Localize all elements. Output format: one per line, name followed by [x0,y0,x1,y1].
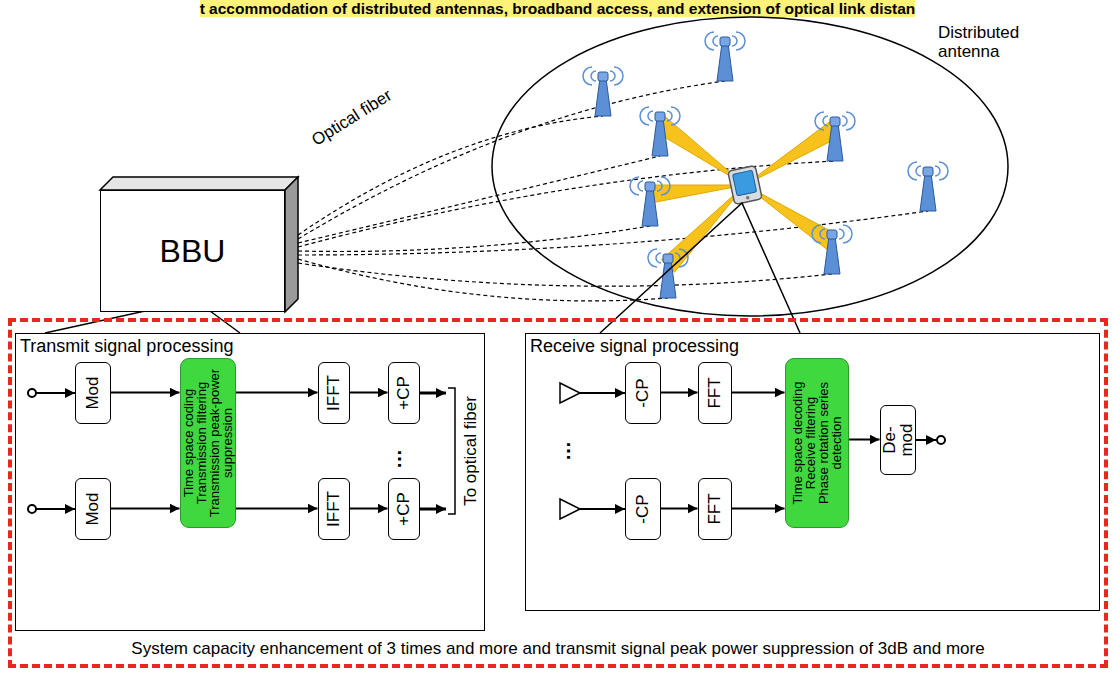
function-box: IFFT [318,362,350,424]
antenna-icon [630,177,670,226]
rotated-text-group: IFFT [324,375,344,411]
bbu-label: BBU [160,233,226,270]
antenna-icons [583,32,948,298]
dashed-region: System capacity enhancement of 3 times a… [8,318,1108,668]
fiber-label: Optical fiber [308,85,396,150]
signal-arrow [236,392,318,394]
ellipse-outline [490,15,1010,318]
output-bracket [420,388,455,514]
fiber-line [298,259,668,301]
block-text: Transmission peak-power suppression [208,363,234,523]
signal-arrow [661,392,698,394]
fiber-line [298,226,650,251]
bbu-top-face [100,177,298,190]
ellipsis-mark: … [393,449,416,469]
signal-arrow [111,392,180,394]
signal-arrow [732,392,785,394]
block-text: Time space coding [182,363,195,523]
fiber-line [298,81,725,239]
antenna-icon [812,225,852,274]
antenna-icon [815,112,855,161]
fiber-line [298,263,832,286]
optical-fiber-lines [298,81,928,301]
rotated-text-group: -CP [633,494,653,523]
rotated-text-group: Mod [83,492,103,525]
antenna-icon [705,32,745,81]
title-text: t accommodation of distributed antennas,… [200,0,916,17]
antenna-icon [908,162,948,211]
processing-block: Time space codingTransmission filteringT… [180,358,236,528]
box-text: +CP [394,492,414,526]
bbu-box: BBU [100,190,285,312]
rotated-text-group: IFFT [324,491,344,527]
rotated-text-group: +CP [394,376,414,410]
function-box: Mod [75,362,111,424]
processing-panel: Receive signal processing -CP FFT -CP FFT Tim… [525,333,1100,611]
block-text: Receive filtering [804,363,817,523]
function-box: -CP [625,478,661,540]
rotated-text-group: De-mod [881,420,915,460]
box-text: -CP [633,494,653,523]
receive-antenna-symbols [560,383,625,519]
function-box: FFT [698,362,732,424]
mobile-terminal [728,165,762,204]
rotated-text-group: Time space decodingReceive filteringPhas… [791,363,843,523]
processing-panel: Transmit signal processingModModTime spa… [15,333,485,631]
rotated-text-group: Time space codingTransmission filteringT… [182,363,234,523]
title-bar: t accommodation of distributed antennas,… [0,0,1115,18]
rotated-text-group: +CP [394,492,414,526]
area-label: Distributed antenna [938,23,1028,61]
radio-beams [649,117,840,273]
fiber-line [298,161,835,247]
function-box: Mod [75,478,111,540]
block-text: Transmission filtering [195,363,208,523]
fiber-label: To optical fiber [461,396,481,506]
antenna-icon [583,67,623,116]
signal-arrow [236,508,318,510]
processing-block: Time space decodingReceive filteringPhas… [785,358,849,528]
box-text: IFFT [324,375,344,411]
box-text: FFT [705,377,725,408]
fiber-line [298,156,660,243]
signal-arrow [732,508,785,510]
box-text: +CP [394,376,414,410]
rotated-text-group: -CP [633,378,653,407]
box-text: IFFT [324,491,344,527]
output-terminal [916,436,945,444]
signal-arrow [350,508,388,510]
signal-arrow [849,439,880,441]
ellipsis-mark: … [562,441,585,461]
box-text: -CP [633,378,653,407]
function-box: IFFT [318,478,350,540]
radio-beam [661,185,745,272]
box-text: De-mod [881,420,915,460]
function-box: FFT [698,478,732,540]
box-text: Mod [83,376,103,409]
function-box: +CP [388,362,420,424]
panel-heading: Receive signal processing [530,336,739,357]
function-box: +CP [388,478,420,540]
box-text: Mod [83,492,103,525]
bbu-side-face [285,177,298,312]
rotated-text-group: Mod [83,376,103,409]
block-text: Time space decoding [791,363,804,523]
signal-arrow [661,508,698,510]
demod-box: De-mod [880,405,916,475]
rotated-text-group: FFT [705,493,725,524]
signal-arrow [350,392,388,394]
box-text: FFT [705,493,725,524]
rotated-text-group: FFT [705,377,725,408]
radio-beam [745,121,840,185]
input-terminals [28,389,75,513]
block-text: Phase rotation series detection [817,363,843,523]
caption-text: System capacity enhancement of 3 times a… [52,639,1064,658]
antenna-area-ellipse: Distributed antenna [490,15,1010,318]
function-box: -CP [625,362,661,424]
antenna-icon [648,249,688,298]
panel-heading: Transmit signal processing [20,336,233,357]
signal-arrow [111,508,180,510]
antenna-icon [640,107,680,156]
